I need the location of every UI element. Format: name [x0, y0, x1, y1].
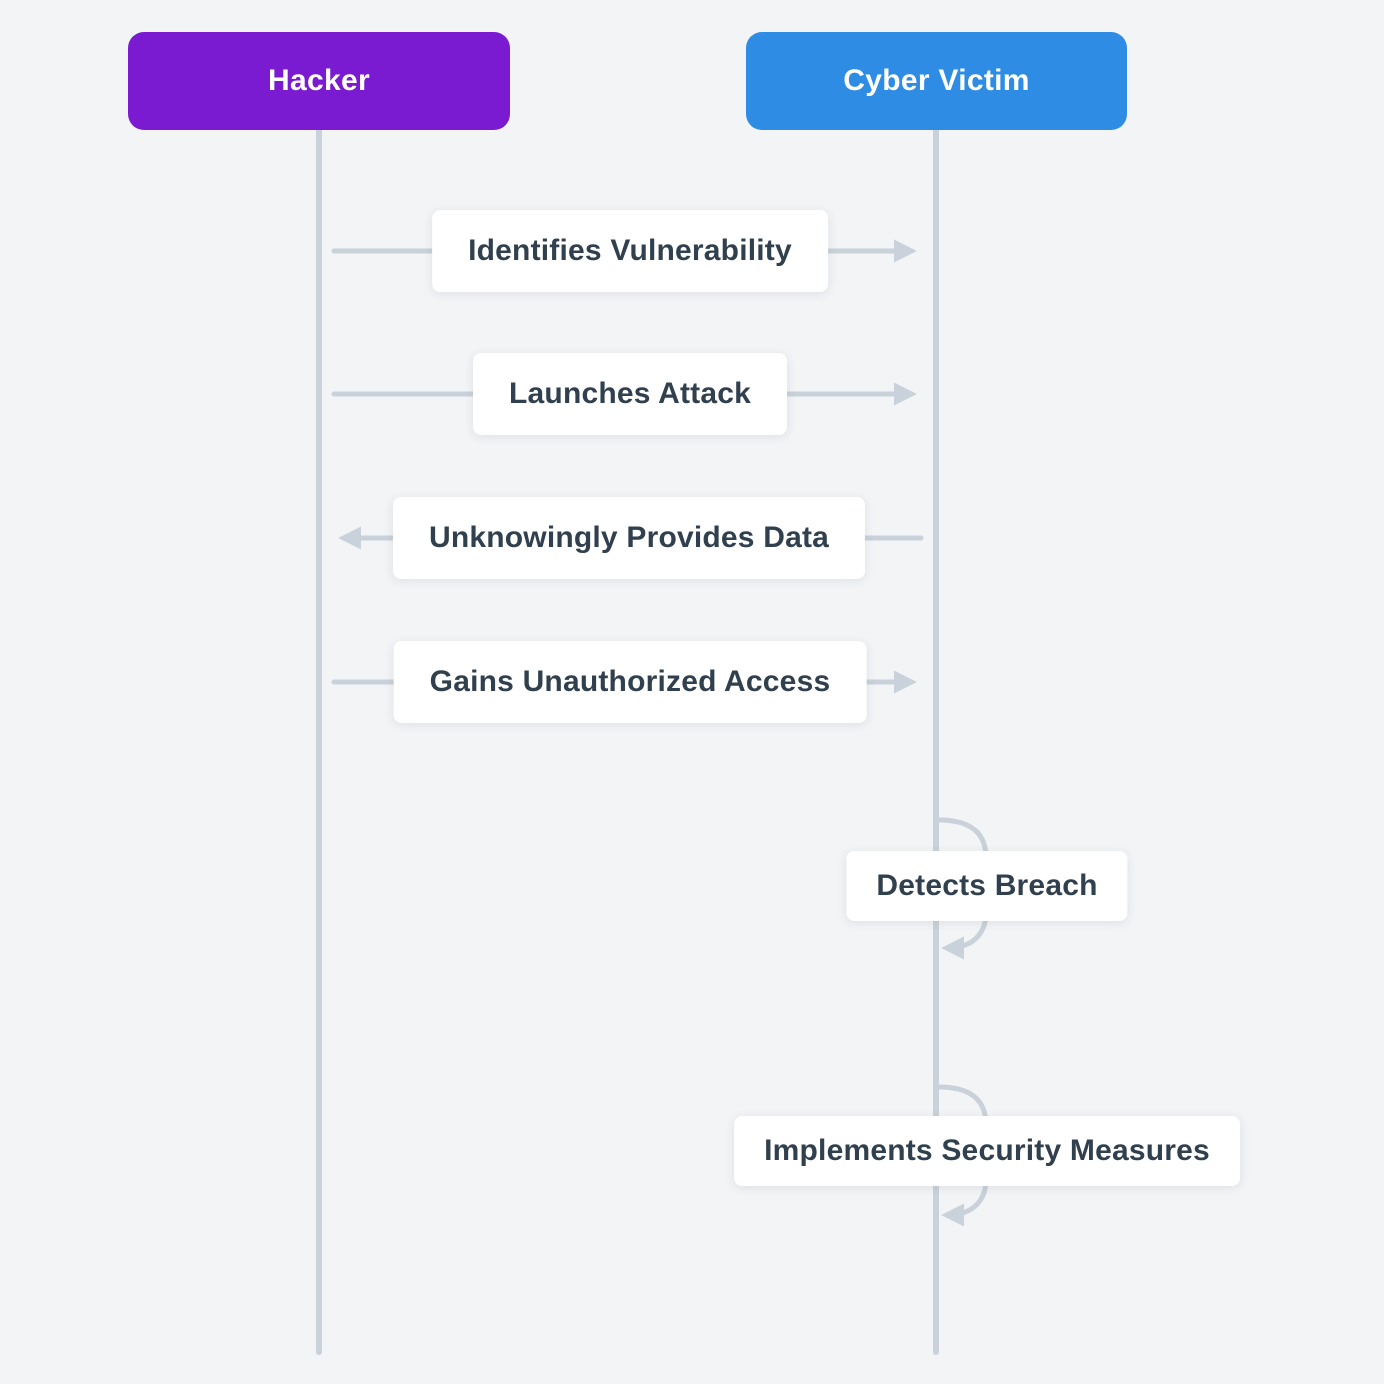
message-label-launches-attack: Launches Attack [473, 353, 787, 435]
actor-cyber-victim: Cyber Victim [746, 32, 1127, 130]
message-label-implements-security-measures: Implements Security Measures [734, 1116, 1240, 1186]
message-label-gains-unauthorized-access: Gains Unauthorized Access [393, 641, 867, 723]
message-label-identifies-vulnerability: Identifies Vulnerability [432, 210, 828, 292]
actor-hacker: Hacker [128, 32, 510, 130]
actor-cyber-victim-label: Cyber Victim [843, 64, 1030, 97]
message-label-unknowingly-provides-data: Unknowingly Provides Data [392, 497, 866, 579]
actor-hacker-label: Hacker [268, 64, 370, 97]
message-label-detects-breach: Detects Breach [846, 851, 1128, 921]
